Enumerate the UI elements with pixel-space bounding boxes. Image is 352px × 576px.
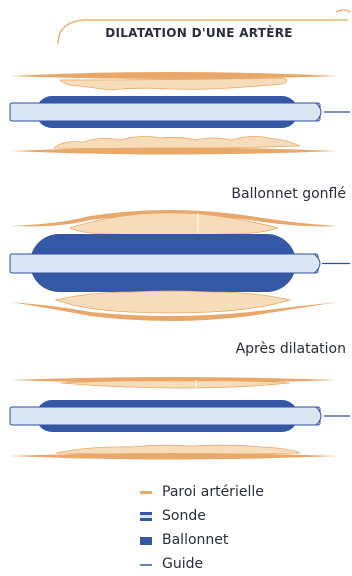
title-frame-corner: [336, 10, 350, 12]
lower-plaque: [56, 291, 290, 313]
upper-plaque: [60, 381, 290, 388]
lower-artery-wall: [10, 148, 338, 155]
probe: [10, 103, 320, 121]
stage-after: [10, 377, 350, 460]
legend-swatches: [140, 491, 152, 565]
lower-plaque: [54, 136, 300, 148]
balloon-swatch: [140, 537, 152, 545]
probe: [10, 254, 318, 273]
legend-label-guide: Guide: [162, 556, 203, 572]
diagram-title: DILATATION D'UNE ARTÈRE: [62, 26, 336, 40]
lower-artery-wall: [10, 453, 338, 460]
stage-label-after: Après dilatation: [236, 341, 346, 357]
stage-before: [10, 72, 350, 155]
probe-tip: [314, 254, 320, 273]
probe: [10, 407, 320, 425]
upper-plaque: [60, 78, 287, 90]
legend-label-artery-wall: Paroi artérielle: [162, 484, 264, 500]
upper-artery-wall: [10, 72, 338, 79]
legend-label-balloon: Ballonnet: [162, 532, 228, 548]
artery-wall-swatch: [140, 491, 152, 494]
stage-label-inflated: Ballonnet gonflé: [231, 186, 346, 202]
legend-label-probe: Sonde: [162, 508, 206, 524]
stage-inflated: [10, 210, 350, 321]
probe-swatch: [140, 512, 152, 521]
